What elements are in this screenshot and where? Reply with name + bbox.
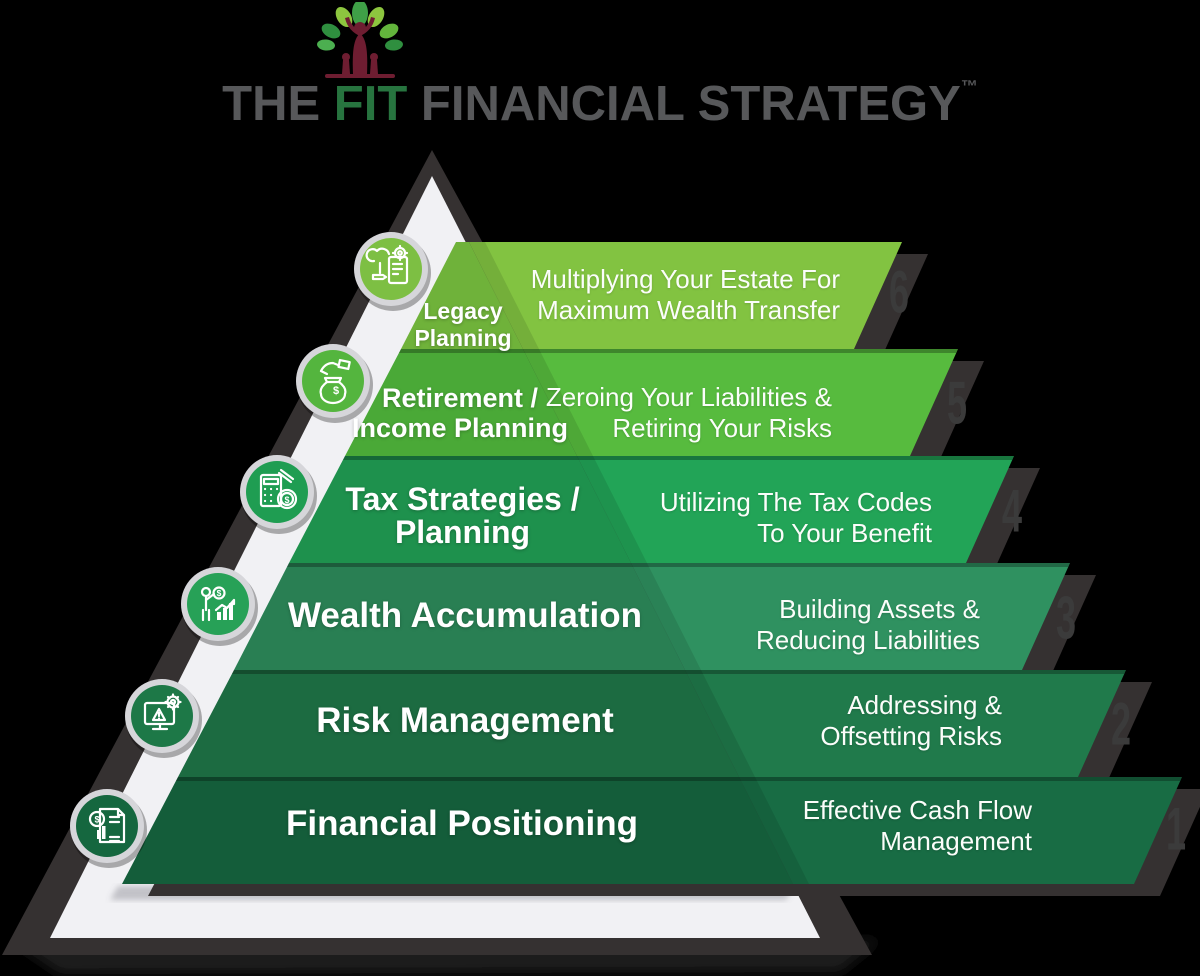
financial-positioning-icon: $ [70, 789, 147, 868]
trademark-symbol: ™ [960, 77, 978, 96]
level-6-number: 6 [888, 258, 910, 326]
title-rest: FINANCIAL STRATEGY [407, 77, 961, 131]
level-1-label: Financial Positioning [286, 804, 638, 843]
wealth-accumulation-icon: $ [181, 567, 258, 646]
level-1-description: Effective Cash Flow Management [802, 795, 1032, 856]
level-5-label: Retirement / Income Planning [351, 383, 569, 443]
level-1-number: 1 [1165, 795, 1187, 863]
page-title: THE FIT FINANCIAL STRATEGY™ [0, 76, 1200, 132]
level-3-number: 3 [1055, 584, 1077, 652]
level-2-label: Risk Management [316, 701, 614, 740]
level-6-description: Multiplying Your Estate For Maximum Weal… [530, 264, 840, 325]
level-4-description: Utilizing The Tax Codes To Your Benefit [659, 487, 932, 548]
level-3-band [234, 563, 1096, 682]
level-2-number: 2 [1110, 690, 1132, 758]
level-6-band [401, 242, 928, 361]
level-5-description: Zeroing Your Liabilities & Retiring Your… [545, 382, 832, 443]
title-the: THE [222, 77, 334, 131]
level-4-label: Tax Strategies / Planning [345, 481, 580, 550]
level-2-description: Addressing & Offsetting Risks [820, 690, 1002, 751]
svg-text:$: $ [217, 588, 222, 598]
legacy-planning-icon [354, 232, 431, 311]
level-6-label: Legacy Planning [414, 298, 512, 351]
level-4-number: 4 [1001, 477, 1023, 545]
svg-text:$: $ [333, 385, 339, 397]
logo-trunk-people [325, 17, 395, 78]
level-3-label: Wealth Accumulation [288, 596, 642, 635]
level-3-description: Building Assets & Reducing Liabilities [755, 594, 980, 655]
title-fit: FIT [333, 77, 408, 131]
level-5-band [345, 349, 984, 468]
level-2-band [178, 670, 1152, 789]
retirement-income-icon: $ [296, 344, 373, 423]
level-5-number: 5 [946, 369, 968, 437]
svg-text:$: $ [284, 495, 289, 505]
level-1-band [122, 777, 1200, 896]
tree-people-logo [317, 2, 403, 78]
risk-management-icon [125, 679, 202, 758]
tax-strategies-icon: $ [240, 455, 317, 534]
svg-text:$: $ [94, 815, 99, 825]
level-4-band [289, 456, 1040, 575]
